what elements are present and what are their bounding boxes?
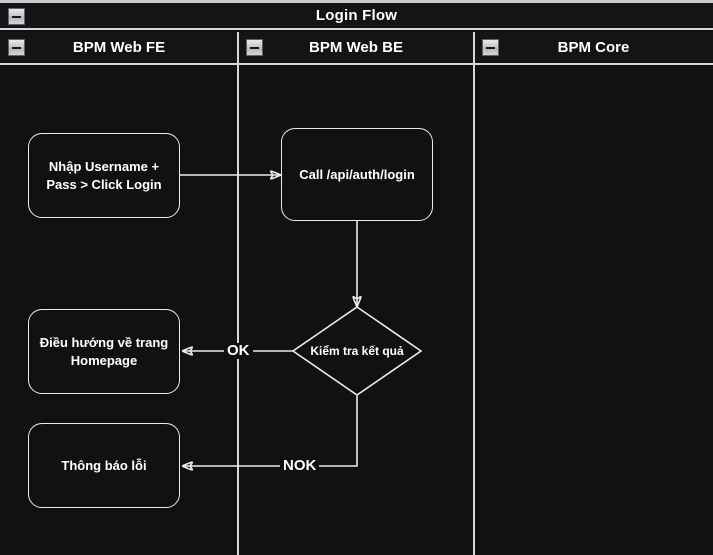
gateway-kiem-tra-ket-qua[interactable]: Kiểm tra kết quả: [291, 306, 423, 396]
edge-label-ok: OK: [224, 343, 253, 359]
task-thong-bao-loi[interactable]: Thông báo lỗi: [28, 423, 180, 508]
lane-label-bpm-web-fe: BPM Web FE: [72, 39, 166, 56]
task-label: Nhập Username + Pass > Click Login: [46, 158, 161, 193]
edge-gateway-nok-to-show-error: [183, 396, 358, 466]
pool-title: Login Flow: [315, 7, 398, 24]
task-label-line2: Homepage: [70, 352, 138, 368]
task-label: Điều hướng về trang Homepage: [40, 334, 168, 369]
lane-label-bpm-web-be: BPM Web BE: [309, 39, 403, 56]
task-call-api-auth-login[interactable]: Call /api/auth/login: [281, 128, 433, 221]
lane-header-bpm-core: BPM Core: [474, 32, 713, 65]
lane-collapse-icon-bpm-web-fe[interactable]: [8, 39, 25, 56]
pool-collapse-icon[interactable]: [8, 8, 25, 25]
lane-header-bpm-web-be: BPM Web BE: [238, 32, 474, 65]
edge-label-nok: NOK: [280, 458, 320, 474]
task-label-line1: Điều hướng về trang: [39, 334, 169, 350]
task-label-line1: Nhập Username +: [48, 158, 160, 174]
task-label: Thông báo lỗi: [61, 457, 147, 473]
lane-divider-fe-be: [237, 32, 239, 555]
task-label-line2: Pass > Click Login: [46, 176, 162, 192]
lane-collapse-icon-bpm-web-be[interactable]: [246, 39, 263, 56]
task-label: Call /api/auth/login: [299, 166, 415, 182]
gateway-diamond-shape: [291, 306, 423, 396]
task-dieu-huong-ve-trang-homepage[interactable]: Điều hướng về trang Homepage: [28, 309, 180, 394]
pool-title-bar: Login Flow: [0, 3, 713, 30]
lane-divider-be-core: [473, 32, 475, 555]
lane-label-bpm-core: BPM Core: [557, 39, 630, 56]
lane-header-bpm-web-fe: BPM Web FE: [0, 32, 238, 65]
lane-collapse-icon-bpm-core[interactable]: [482, 39, 499, 56]
task-nhap-username-pass-click-login[interactable]: Nhập Username + Pass > Click Login: [28, 133, 180, 218]
